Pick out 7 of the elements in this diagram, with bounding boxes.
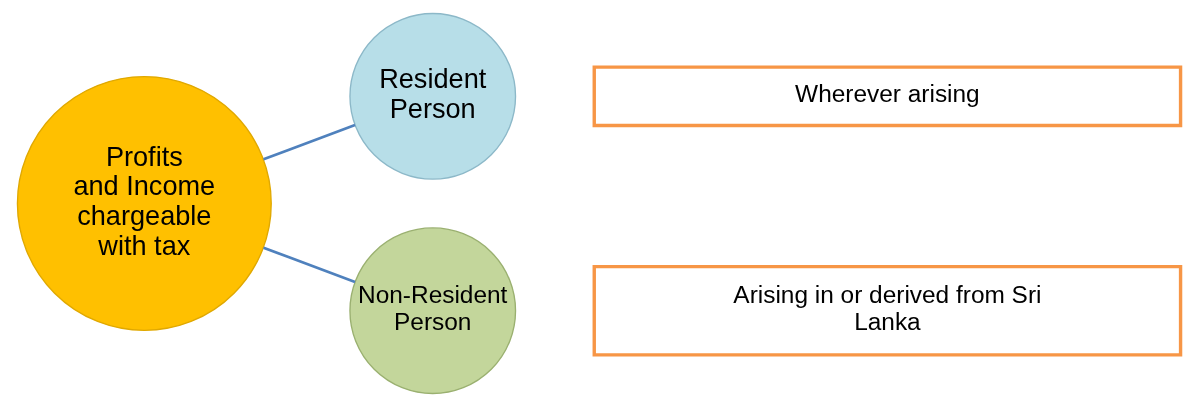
node-box: Arising in or derived from Sri Lanka [592,264,1183,357]
node-circle: Profits and Income chargeable with tax [16,75,272,332]
connector [263,123,356,161]
node-circle: Resident Person [349,12,517,180]
node-circle: Non-Resident Person [349,227,517,395]
connector [263,246,356,284]
node-box: Wherever arising [592,65,1183,128]
